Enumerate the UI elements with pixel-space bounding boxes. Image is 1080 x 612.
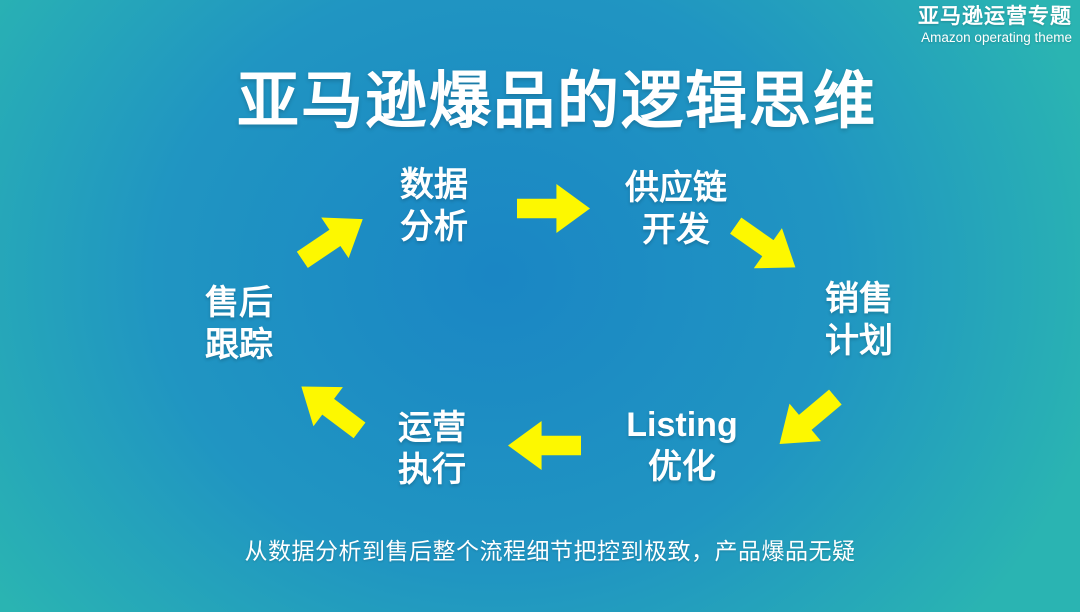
node-label-line: 数据 [400,166,468,204]
arrow-left-icon [508,421,581,470]
cycle-node-supply-chain-development: 供应链 开发 [625,167,727,251]
node-label-line: 售后 [205,284,273,322]
brand-header: 亚马逊运营专题 Amazon operating theme [918,5,1072,46]
arrow-down-left-icon [764,378,851,462]
slide-caption: 从数据分析到售后整个流程细节把控到极致，产品爆品无疑 [244,538,856,564]
node-label-line: 跟踪 [205,326,273,364]
cycle-node-after-sales-tracking: 售后 跟踪 [205,282,273,366]
arrow-down-right-icon [722,205,810,287]
page-title: 亚马逊爆品的逻辑思维 [236,67,878,136]
cycle-node-data-analysis: 数据 分析 [400,164,468,248]
node-label-line: 销售 [825,280,893,318]
node-label-line: 开发 [642,211,710,249]
brand-subtitle-en: Amazon operating theme [921,30,1072,46]
cycle-node-operation-execution: 运营 执行 [398,407,466,491]
node-label-line: 优化 [648,448,716,486]
node-label-line: Listing [626,406,738,444]
cycle-node-listing-optimization: Listing 优化 [626,404,737,488]
node-label-line: 运营 [398,409,466,447]
node-label-line: 供应链 [625,169,727,207]
arrow-right-icon [517,184,590,233]
brand-title-cn: 亚马逊运营专题 [918,5,1072,28]
cycle-node-sales-plan: 销售 计划 [825,278,893,362]
arrow-up-left-icon [287,367,375,450]
arrow-up-right-icon [289,199,377,280]
node-label-line: 分析 [400,208,468,246]
node-label-line: 计划 [825,322,893,360]
node-label-line: 执行 [398,451,466,489]
